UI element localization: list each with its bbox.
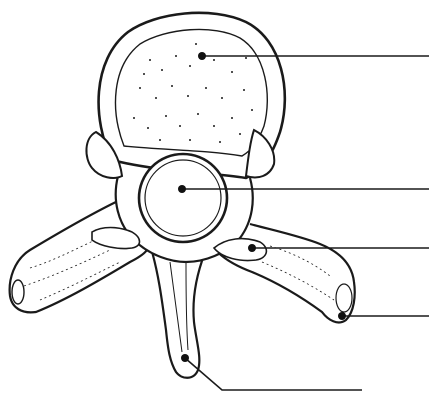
pointer-dot-superior-articular-process: [248, 244, 256, 252]
pointer-dot-spinous-process: [181, 354, 189, 362]
leader-line-spinous-process: [185, 358, 362, 390]
pointer-dot-transverse-process: [338, 312, 346, 320]
spinous-process: [150, 245, 206, 378]
pointer-dot-vertebral-body: [198, 52, 206, 60]
pointer-dot-vertebral-foramen: [178, 185, 186, 193]
vertebral-foramen-inner: [145, 160, 221, 236]
